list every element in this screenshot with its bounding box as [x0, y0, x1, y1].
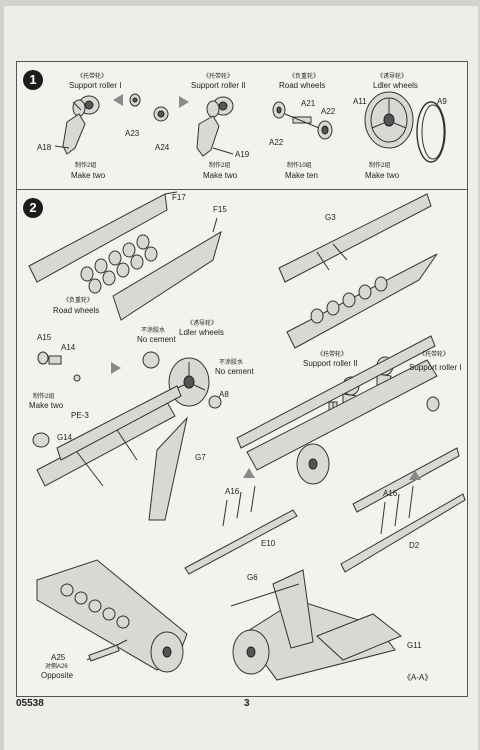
make-two-label: Make two [29, 401, 64, 410]
hull-bottom-left-drawing [36, 559, 188, 673]
step-1-panel: 1 [16, 61, 468, 191]
idler-wheels-label-cn: 《诱导轮》 [377, 74, 408, 80]
part-a22-left: A22 [269, 138, 284, 147]
qty-label-cn: 制作2组 [75, 163, 97, 169]
hull-side-right-drawing [278, 193, 438, 349]
hull-assembly-right-drawing [236, 335, 460, 513]
part-g14: G14 [57, 433, 73, 442]
support-roller-ii-qty-cn: 制作2组 [209, 163, 231, 169]
support-roller-ii-label: Support roller II [303, 359, 358, 368]
support-roller-i-label: Support roller I [69, 81, 122, 90]
support-roller-i-label-cn: 《托带轮》 [419, 352, 450, 358]
hull-bottom-right-drawing [230, 569, 402, 681]
road-wheel-drawing [272, 101, 333, 140]
part-f17: F17 [172, 193, 186, 202]
axle-parts-drawing [32, 351, 81, 448]
part-a15: A15 [37, 333, 52, 342]
part-e10: E10 [261, 539, 276, 548]
part-a18: A18 [37, 143, 52, 152]
idler-wheel-drawing [364, 91, 446, 163]
product-code: 05538 [16, 698, 44, 709]
idler-label: Ldler wheels [179, 328, 224, 337]
part-g3: G3 [325, 213, 336, 222]
step-2-panel: 2 [16, 189, 468, 697]
support-roller-i-drawing [54, 95, 100, 155]
part-a21: A21 [301, 99, 316, 108]
part-a16-right: A16 [383, 489, 398, 498]
view-label: 《A-A》 [403, 673, 433, 682]
step-1-number: 1 [23, 70, 43, 90]
no-cement-label-cn: 不涂胶水 [141, 328, 166, 334]
part-a22-right: A22 [321, 107, 336, 116]
support-roller-ii-label-cn: 《托带轮》 [203, 74, 234, 80]
instruction-sheet: 1 [4, 6, 478, 750]
step-2-number: 2 [23, 198, 43, 218]
make-two-label-cn: 制作2组 [33, 394, 55, 400]
road-wheels-qty-cn: 制作10组 [287, 163, 312, 169]
part-g6: G6 [247, 573, 258, 582]
idler-label-cn: 《诱导轮》 [187, 321, 218, 327]
part-g11: G11 [407, 641, 422, 650]
step-1-drawings [54, 91, 446, 163]
no-cement-label-2-cn: 不涂胶水 [219, 360, 244, 366]
support-roller-i-label-cn: 《托带轮》 [77, 74, 108, 80]
road-wheels-label-cn: 《负重轮》 [63, 298, 94, 304]
part-a19: A19 [235, 150, 250, 159]
part-a23: A23 [125, 129, 140, 138]
road-wheels-label-cn: 《负重轮》 [289, 74, 320, 80]
part-a16-left: A16 [225, 487, 240, 496]
part-f15: F15 [213, 205, 227, 214]
support-roller-ii-label-cn: 《托带轮》 [317, 352, 348, 358]
part-a14: A14 [61, 343, 76, 352]
part-a24: A24 [155, 143, 170, 152]
opposite-label: Opposite [41, 671, 74, 680]
idler-wheels-label: Ldler wheels [373, 81, 418, 90]
support-roller-ii-drawing [196, 96, 234, 157]
support-roller-ii-label: Support roller II [191, 81, 246, 90]
hull-side-drawing [28, 191, 222, 321]
step-2-drawings [28, 191, 466, 681]
hull-lower-left-drawing [36, 385, 188, 521]
page-number: 3 [244, 698, 250, 709]
idler-wheels-qty-cn: 制作2组 [369, 163, 391, 169]
road-wheels-qty: Make ten [285, 171, 318, 180]
part-a9: A9 [437, 97, 447, 106]
qty-label: Make two [71, 171, 106, 180]
part-d2: D2 [409, 541, 420, 550]
support-roller-i-label: Support roller I [409, 363, 462, 372]
track-bar-drawing [184, 485, 466, 575]
no-cement-label: No cement [137, 335, 176, 344]
road-wheels-label: Road wheels [53, 306, 100, 315]
part-g7: G7 [195, 453, 206, 462]
part-a11: A11 [353, 97, 367, 106]
part-a25: A25 [51, 653, 66, 662]
part-pe3: PE-3 [71, 411, 89, 420]
opposite-label-cn: 对侧A26 [45, 664, 68, 670]
part-a8: A8 [219, 390, 229, 399]
support-roller-parts-drawing [129, 93, 169, 122]
no-cement-label-2: No cement [215, 367, 254, 376]
road-wheels-label: Road wheels [279, 81, 326, 90]
support-roller-ii-qty: Make two [203, 171, 238, 180]
idler-wheels-qty: Make two [365, 171, 400, 180]
